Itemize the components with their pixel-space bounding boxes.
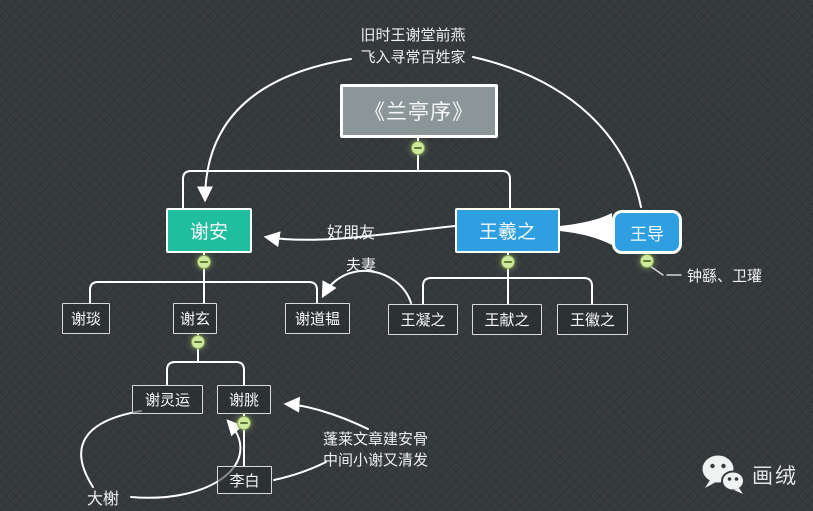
node-xielingyun[interactable]: 谢灵运: [132, 385, 203, 414]
node-xielingyun-label: 谢灵运: [144, 391, 190, 409]
edge-daxie-to-xielingyun: [80, 410, 142, 488]
node-libai-label: 李白: [229, 471, 260, 490]
edge-xiexuan-child-right: [197, 361, 245, 386]
poem-top: 旧时王谢堂前燕 飞入寻常百姓家: [338, 24, 488, 68]
edge-xiean-child-right: [203, 281, 318, 304]
node-xieyan[interactable]: 谢琰: [62, 303, 110, 334]
node-wanghuizhi-label: 王徽之: [569, 311, 615, 329]
collapse-icon-xietiao[interactable]: [237, 416, 251, 430]
collapse-icon-wangdao[interactable]: [640, 254, 654, 268]
edge-poem-to-wangdao: [472, 56, 642, 208]
node-wangningzhi-label: 王凝之: [400, 311, 446, 329]
node-wangdao[interactable]: 王导: [612, 210, 682, 254]
edge-xiexuan-child-left: [166, 361, 199, 386]
edge-label-couple: 夫妻: [346, 256, 377, 274]
node-xiexuan-label: 谢玄: [179, 310, 210, 328]
node-xiedaoyun[interactable]: 谢道韫: [285, 303, 350, 334]
node-xiean[interactable]: 谢安: [166, 208, 252, 253]
collapse-icon-wangxizhi[interactable]: [501, 255, 515, 269]
annotation-daxie: 大榭: [87, 489, 120, 508]
edge-xiean-child-left: [89, 281, 205, 304]
node-wangxianzhi-label: 王献之: [484, 311, 530, 329]
collapse-icon-root[interactable]: [411, 141, 425, 155]
edge-wang-child-right: [507, 277, 593, 305]
node-xieyan-label: 谢琰: [70, 310, 101, 328]
node-xietiao-label: 谢朓: [228, 391, 259, 409]
node-libai[interactable]: 李白: [217, 466, 272, 494]
collapse-icon-xiexuan[interactable]: [191, 335, 205, 349]
edge-libai-poem: [273, 461, 327, 481]
watermark: 画绒: [700, 453, 798, 497]
annotation-poem-bottom: 蓬莱文章建安骨 中间小谢又清发: [323, 429, 428, 471]
edge-couple-arrow: [321, 269, 412, 304]
edge-root-children: [182, 170, 511, 209]
node-wanghuizhi[interactable]: 王徽之: [557, 304, 628, 335]
node-wangxizhi-label: 王羲之: [478, 221, 536, 243]
watermark-text: 画绒: [752, 464, 798, 488]
node-wangxizhi[interactable]: 王羲之: [455, 208, 560, 253]
wechat-icon: [702, 455, 745, 494]
node-xiean-label: 谢安: [189, 221, 228, 243]
node-lantingxu[interactable]: 《兰亭序》: [340, 84, 498, 138]
node-xiexuan[interactable]: 谢玄: [173, 303, 217, 334]
edge-friend-arrow: [263, 225, 456, 248]
edge-label-friend: 好朋友: [327, 223, 376, 242]
node-wangxianzhi[interactable]: 王献之: [472, 304, 542, 335]
poem-top-line1: 旧时王谢堂前燕: [360, 26, 466, 44]
edge-wang-ribbon: [560, 213, 612, 245]
edge-wangdao-note-diag: [649, 265, 664, 276]
edge-wang-child-left: [422, 277, 509, 305]
node-xietiao[interactable]: 谢朓: [217, 385, 271, 414]
annotation-poem-bottom-line2: 中间小谢又清发: [323, 451, 429, 469]
poem-top-line2: 飞入寻常百姓家: [360, 48, 466, 66]
edge-poem-to-xiean: [197, 58, 352, 203]
collapse-icon-xiean[interactable]: [197, 255, 211, 269]
annotation-wangdao-note: 钟繇、卫瓘: [687, 267, 763, 285]
annotation-poem-bottom-line1: 蓬莱文章建安骨: [323, 430, 429, 448]
node-xiedaoyun-label: 谢道韫: [294, 310, 340, 328]
node-lantingxu-label: 《兰亭序》: [364, 100, 474, 124]
node-wangningzhi[interactable]: 王凝之: [388, 304, 458, 335]
edge-poem-to-xietiao-arrow: [283, 396, 369, 430]
node-wangdao-label: 王导: [630, 224, 664, 245]
